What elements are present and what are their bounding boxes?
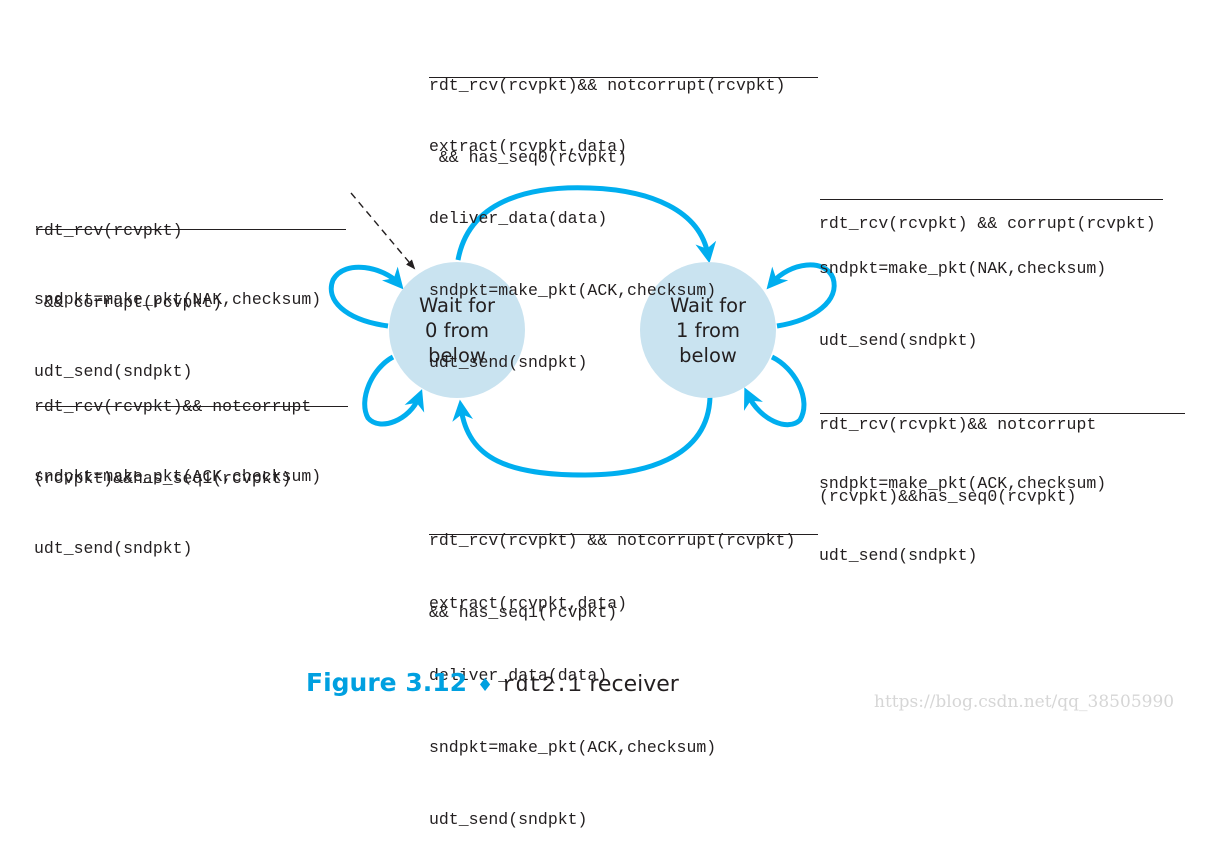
right-upper-transition-actions: sndpkt=make_pkt(NAK,checksum) udt_send(s…	[819, 209, 1106, 377]
figure-caption: Figure 3.12 ♦ rdt2.1 receiver	[306, 668, 679, 698]
watermark: https://blog.csdn.net/qq_38505990	[874, 692, 1175, 712]
state-label-line: 1 from	[676, 318, 740, 342]
state-label-line: Wait for	[418, 293, 496, 317]
action-line: udt_send(sndpkt)	[34, 539, 193, 558]
transition-arrows	[328, 185, 837, 478]
action-line: extract(rcvpkt,data)	[429, 594, 628, 613]
arrow-wait1-to-wait0	[452, 396, 713, 478]
bottom-transition-event: rdt_rcv(rcvpkt) && notcorrupt(rcvpkt) &&…	[429, 481, 795, 649]
state-wait-for-1: Wait for 1 from below	[640, 262, 776, 398]
figure-number: Figure 3.12	[306, 668, 468, 697]
event-line: rdt_rcv(rcvpkt) && corrupt(rcvpkt)	[819, 214, 1156, 233]
action-line: udt_send(sndpkt)	[819, 546, 978, 565]
right-lower-transition-actions: sndpkt=make_pkt(ACK,checksum) udt_send(s…	[819, 424, 1106, 592]
bottom-transition-divider	[429, 534, 818, 535]
self-loop-wait1-corrupt	[766, 262, 837, 329]
initial-state-arrow	[350, 192, 416, 270]
event-line: (rcvpkt)&&has_seq0(rcvpkt)	[819, 487, 1077, 506]
bottom-transition-actions: extract(rcvpkt,data) deliver_data(data) …	[429, 544, 716, 856]
action-line: sndpkt=make_pkt(ACK,checksum)	[34, 467, 322, 486]
event-line: && has_seq1(rcvpkt)	[429, 603, 618, 622]
action-line: deliver_data(data)	[429, 209, 608, 228]
right-lower-transition-event: rdt_rcv(rcvpkt)&& notcorrupt (rcvpkt)&&h…	[819, 365, 1096, 533]
action-line: udt_send(sndpkt)	[429, 810, 588, 829]
state-wait-for-0: Wait for 0 from below	[389, 262, 525, 398]
right-upper-transition-divider	[820, 199, 1163, 200]
top-transition-divider	[429, 77, 818, 78]
action-line: deliver_data(data)	[429, 666, 608, 685]
action-line: sndpkt=make_pkt(ACK,checksum)	[429, 281, 717, 300]
left-upper-transition-actions: sndpkt=make_pkt(NAK,checksum) udt_send(s…	[34, 240, 321, 408]
action-line: udt_send(sndpkt)	[429, 353, 588, 372]
event-line: && corrupt(rcvpkt)	[34, 293, 223, 312]
diamond-icon: ♦	[477, 675, 494, 696]
action-line: udt_send(sndpkt)	[819, 331, 978, 350]
caption-text: receiver	[589, 672, 679, 697]
left-lower-transition-divider	[36, 406, 348, 407]
state-label-line: 0 from	[425, 318, 489, 342]
action-line: udt_send(sndpkt)	[34, 362, 193, 381]
caption-code: rdt2.1	[502, 673, 582, 698]
self-loop-wait0-corrupt	[328, 264, 404, 329]
self-loop-wait1-seq0	[743, 354, 807, 428]
left-upper-transition-event: rdt_rcv(rcvpkt) && corrupt(rcvpkt)	[34, 171, 222, 339]
top-transition-event: rdt_rcv(rcvpkt)&& notcorrupt(rcvpkt) && …	[429, 26, 785, 194]
event-line: rdt_rcv(rcvpkt)&& notcorrupt	[34, 397, 312, 416]
event-line: rdt_rcv(rcvpkt)&& notcorrupt(rcvpkt)	[429, 76, 786, 95]
top-transition-actions: extract(rcvpkt,data) deliver_data(data) …	[429, 87, 716, 399]
event-line: rdt_rcv(rcvpkt)&& notcorrupt	[819, 415, 1097, 434]
state-label-line: below	[428, 343, 486, 367]
event-line: (rcvpkt)&&has_seq1(rcvpkt)	[34, 469, 292, 488]
action-line: sndpkt=make_pkt(NAK,checksum)	[34, 290, 322, 309]
action-line: sndpkt=make_pkt(ACK,checksum)	[819, 474, 1107, 493]
right-upper-transition-event: rdt_rcv(rcvpkt) && corrupt(rcvpkt)	[819, 164, 1156, 260]
arrow-wait0-to-wait1	[455, 185, 717, 264]
left-upper-transition-divider	[36, 229, 346, 230]
event-line: && has_seq0(rcvpkt)	[429, 148, 628, 167]
state-label-line: below	[679, 343, 737, 367]
state-label-line: Wait for	[669, 293, 747, 317]
action-line: extract(rcvpkt,data)	[429, 137, 628, 156]
action-line: sndpkt=make_pkt(ACK,checksum)	[429, 738, 717, 757]
left-lower-transition-actions: sndpkt=make_pkt(ACK,checksum) udt_send(s…	[34, 417, 321, 585]
self-loop-wait0-seq1	[362, 354, 425, 427]
event-line: rdt_rcv(rcvpkt) && notcorrupt(rcvpkt)	[429, 531, 796, 550]
action-line: sndpkt=make_pkt(NAK,checksum)	[819, 259, 1107, 278]
event-line: rdt_rcv(rcvpkt)	[34, 221, 183, 240]
right-lower-transition-divider	[820, 413, 1185, 414]
